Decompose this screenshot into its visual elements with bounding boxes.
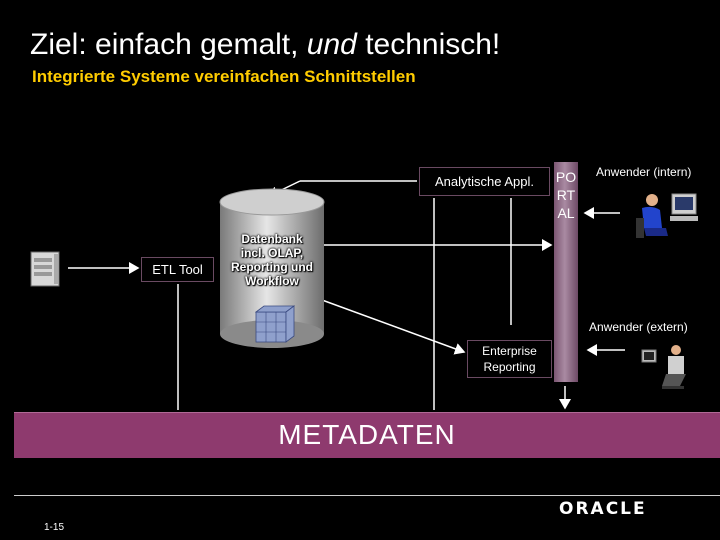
slide-subtitle: Integrierte Systeme vereinfachen Schnitt… — [32, 67, 416, 86]
database-line: incl. OLAP, — [240, 246, 304, 260]
enterprise-reporting-box: Enterprise Reporting — [467, 340, 552, 378]
portal-label: PORTAL — [555, 169, 577, 221]
etl-tool-box: ETL Tool — [141, 257, 214, 282]
metadata-bar — [14, 412, 720, 458]
database-line: Workflow — [245, 274, 299, 288]
metadata-label: METADATEN — [278, 419, 456, 450]
arrow-db-enterprise — [321, 299, 466, 355]
database-label: Datenbank incl. OLAP, Reporting und Work… — [222, 232, 322, 288]
portal-bar — [554, 162, 578, 382]
user-workstation-icon — [636, 193, 698, 238]
database-line: Reporting und — [231, 260, 313, 274]
oracle-logo: ORACLE — [559, 499, 647, 519]
database-line: Datenbank — [241, 232, 303, 246]
title-part1: Ziel: einfach gemalt, — [30, 28, 307, 61]
slide-title: Ziel: einfach gemalt, und technisch! — [30, 28, 500, 62]
slide-number: 1-15 — [44, 522, 65, 533]
user-workstation-small-icon — [641, 345, 686, 389]
title-part2: technisch! — [356, 28, 501, 61]
title-emphasis: und — [306, 28, 357, 61]
server-icon — [30, 251, 60, 287]
user-external-label: Anwender (extern) — [589, 320, 688, 334]
footer-divider — [14, 495, 720, 496]
analytic-app-box: Analytische Appl. — [419, 167, 550, 196]
user-internal-label: Anwender (intern) — [596, 165, 692, 179]
cube-stack-icon — [254, 305, 296, 343]
